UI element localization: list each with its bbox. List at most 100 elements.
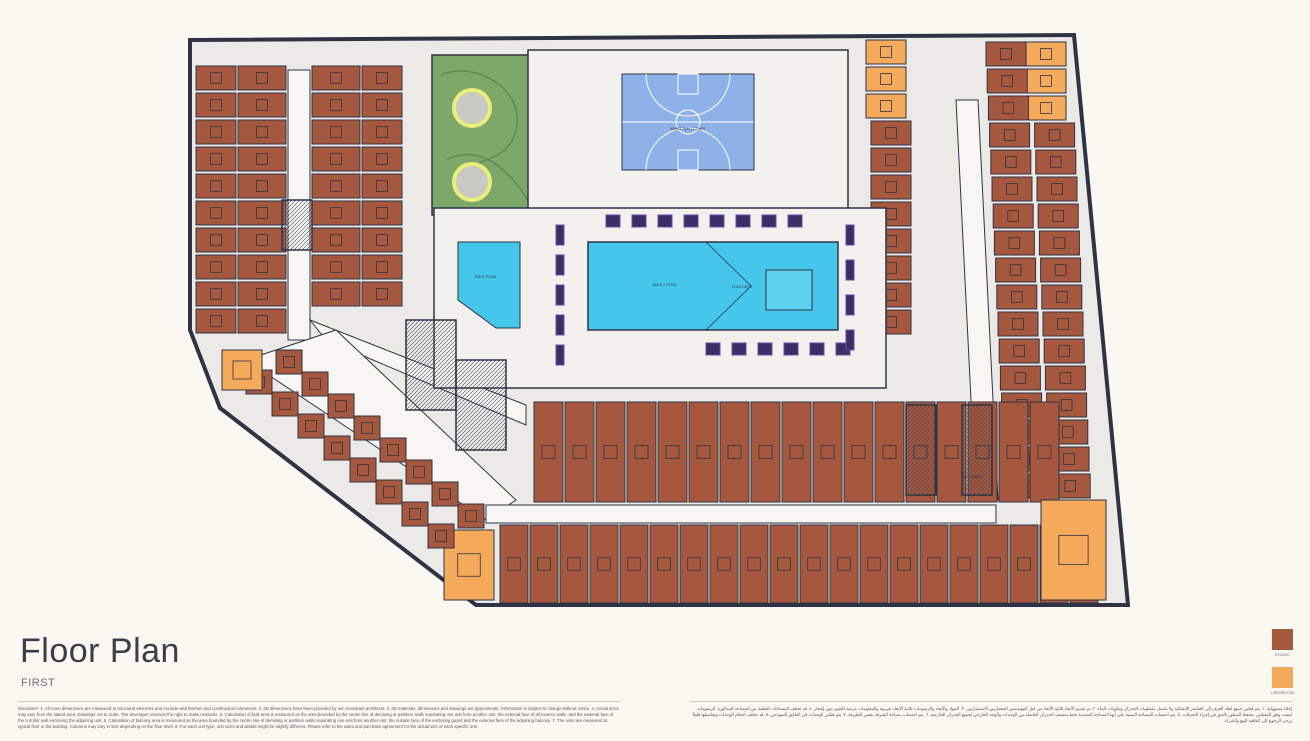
unit-studio: [769, 524, 799, 604]
bathroom-outline: [357, 464, 369, 476]
legend-1br-swatch: [1272, 667, 1293, 688]
unit-studio: [619, 524, 649, 604]
unit-studio: [739, 524, 769, 604]
sun-lounger: [657, 214, 673, 228]
unit-studio: [1038, 230, 1080, 256]
disclaimer-arabic: إخلاء مسؤولية: ١. يتم قياس جميع أبعاد ال…: [691, 706, 1292, 723]
floor-label: FIRST: [21, 677, 56, 689]
unit-studio: [998, 401, 1029, 503]
unit-studio: [271, 391, 299, 417]
bathroom-outline: [376, 234, 388, 246]
bathroom-outline: [331, 442, 343, 454]
unit-studio: [989, 122, 1031, 148]
bathroom-outline: [867, 557, 881, 571]
unit-studio: [311, 200, 361, 226]
unit-studio: [499, 524, 529, 604]
bathroom-outline: [1003, 129, 1016, 141]
bathroom-outline: [376, 126, 388, 138]
bathroom-outline: [1007, 210, 1019, 222]
unit-studio: [275, 349, 303, 375]
unit-studio: [987, 95, 1029, 121]
unit-studio: [361, 281, 403, 307]
bathroom-outline: [256, 72, 268, 84]
bathroom-outline: [210, 153, 222, 165]
unit-studio: [992, 203, 1034, 229]
bathroom-outline: [597, 557, 611, 571]
bathroom-outline: [1059, 372, 1072, 384]
bathroom-outline: [1017, 557, 1031, 571]
bathroom-outline: [305, 420, 317, 432]
bathroom-outline: [1040, 75, 1052, 87]
bathroom-outline: [256, 315, 268, 327]
unit-studio: [949, 524, 979, 604]
bathroom-outline: [820, 445, 835, 459]
unit-studio: [361, 200, 403, 226]
unit-studio: [870, 147, 912, 173]
bathroom-outline: [439, 488, 451, 500]
bathroom-outline: [537, 557, 551, 571]
bathroom-outline: [210, 180, 222, 192]
unit-studio: [626, 401, 657, 503]
bathroom-outline: [210, 207, 222, 219]
sun-loungers: [555, 214, 855, 366]
bathroom-outline: [851, 445, 866, 459]
bathroom-outline: [376, 99, 388, 111]
unit-studio: [1035, 149, 1077, 175]
divider-left: [18, 701, 620, 702]
bathroom-outline: [435, 530, 447, 542]
unit-studio: [237, 227, 287, 253]
sun-lounger: [845, 329, 855, 351]
unit-studio: [311, 65, 361, 91]
bathroom-outline: [1050, 156, 1062, 168]
bathroom-outline: [210, 261, 222, 273]
bathroom-outline: [256, 126, 268, 138]
unit-studio: [195, 200, 237, 226]
sun-lounger: [555, 314, 565, 336]
bathroom-outline: [210, 315, 222, 327]
floor-plan-drawing: ADULT POOL KIDS POOL POOL DECK BASKETBAL…: [188, 32, 1131, 607]
unit-studio: [657, 401, 688, 503]
bathroom-outline: [210, 234, 222, 246]
bathroom-outline: [210, 126, 222, 138]
bathroom-outline: [1060, 399, 1073, 411]
unit-studio: [361, 92, 403, 118]
bathroom-outline: [927, 557, 941, 571]
bathroom-outline: [1040, 102, 1052, 114]
bathroom-outline: [634, 445, 649, 459]
unit-1-bedroom: [443, 529, 495, 601]
bathroom-outline: [330, 99, 342, 111]
bathroom-outline: [283, 356, 295, 368]
unit-studio: [781, 401, 812, 503]
unit-studio: [993, 230, 1035, 256]
unit-studio: [237, 281, 287, 307]
unit-1-bedroom: [865, 39, 907, 65]
main-pool-label: ADULT POOL: [653, 282, 679, 287]
unit-studio: [311, 254, 361, 280]
bathroom-outline: [376, 180, 388, 192]
unit-1-bedroom: [1040, 499, 1107, 601]
legend-studio-swatch: [1272, 629, 1293, 650]
unit-studio: [195, 65, 237, 91]
divider-right: [690, 701, 1292, 702]
unit-studio: [311, 119, 361, 145]
unit-1-bedroom: [221, 349, 263, 391]
unit-studio: [999, 365, 1041, 391]
unit-studio: [990, 149, 1032, 175]
unit-studio: [986, 68, 1028, 94]
apartment-units: [195, 39, 1107, 604]
bathroom-outline: [256, 261, 268, 273]
unit-studio: [405, 459, 433, 485]
unit-studio: [874, 401, 905, 503]
unit-studio: [297, 413, 325, 439]
unit-studio: [401, 501, 429, 527]
bathroom-outline: [309, 378, 321, 390]
bathroom-outline: [627, 557, 641, 571]
unit-studio: [991, 176, 1033, 202]
unit-studio: [237, 119, 287, 145]
unit-1-bedroom: [865, 93, 907, 119]
unit-studio: [195, 308, 237, 334]
bathroom-outline: [1048, 129, 1061, 141]
bathroom-outline: [1002, 102, 1015, 114]
bathroom-outline: [541, 445, 556, 459]
unit-studio: [870, 120, 912, 146]
